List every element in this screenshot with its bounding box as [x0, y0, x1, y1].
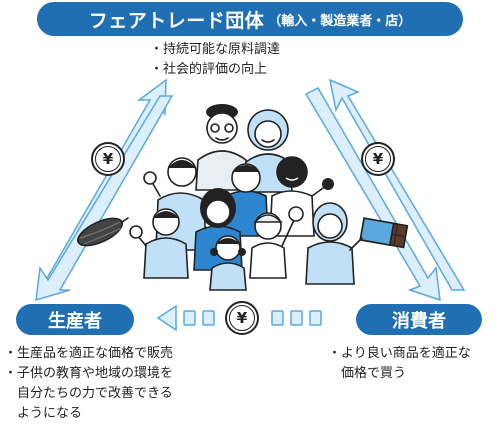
benefit-item: ・持続可能な原料調達	[150, 42, 281, 57]
right-arrow-down	[304, 87, 441, 302]
benefit-item: 自分たちの力で改善できる	[4, 386, 173, 401]
producer-benefits: ・生産品を適正な価格で販売 ・子供の教育や地域の環境を 自分たちの力で改善できる…	[4, 344, 173, 424]
bottom-arrow	[156, 304, 322, 332]
benefit-item: ようになる	[4, 406, 83, 421]
chocolate-bar-icon	[359, 217, 409, 249]
banner-subtitle: （輸入・製造業者・店）	[268, 13, 412, 29]
organization-benefits: ・持続可能な原料調達 ・社会的評価の向上	[150, 40, 280, 80]
left-arrow-down	[35, 95, 174, 302]
yen-coin-icon: ¥	[361, 142, 395, 176]
organization-banner: フェアトレード団体 （輸入・製造業者・店）	[37, 2, 463, 36]
yen-coin-icon: ¥	[225, 301, 259, 335]
benefit-item: ・社会的評価の向上	[150, 62, 268, 77]
producer-label: 生産者	[16, 304, 134, 335]
cacao-pod-icon	[77, 217, 129, 247]
benefit-item: ・より良い商品を適正な	[328, 346, 471, 361]
consumer-benefits: ・より良い商品を適正な 価格で買う	[328, 344, 471, 384]
benefit-item: ・子供の教育や地域の環境を	[4, 366, 174, 381]
person-girl	[209, 235, 247, 291]
person-boy	[249, 206, 304, 279]
right-arrow-up	[328, 78, 466, 291]
benefit-item: 価格で買う	[328, 366, 407, 381]
consumer-label: 消費者	[356, 304, 482, 335]
banner-title: フェアトレード団体	[88, 9, 265, 32]
person-woman-right	[305, 202, 363, 285]
yen-coin-icon: ¥	[91, 142, 125, 176]
benefit-item: ・生産品を適正な価格で販売	[4, 346, 174, 361]
people-group	[129, 104, 363, 291]
person-woman-left	[129, 208, 189, 279]
